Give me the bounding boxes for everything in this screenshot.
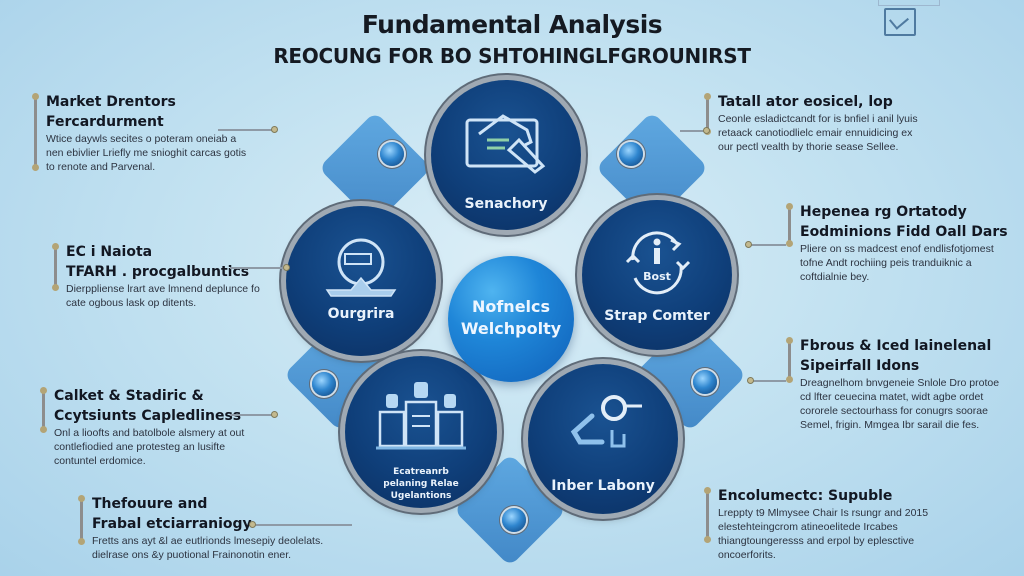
node-top[interactable]: Senachory bbox=[431, 80, 581, 230]
block-bracket bbox=[32, 93, 39, 171]
node-bottom-right[interactable]: Inber Labony bbox=[528, 364, 678, 514]
block-title: Market Drentors bbox=[46, 94, 176, 110]
connector-line bbox=[218, 126, 278, 133]
block-title: Ccytsiunts Capledliness bbox=[54, 408, 242, 424]
connector-dot bbox=[703, 127, 710, 134]
connector-dot bbox=[271, 411, 278, 418]
center-hub[interactable]: Nofnelcs Welchpolty bbox=[448, 256, 574, 382]
left-block-data-fundamentals: EC i Naiota TFARH . procgalbuntics Dierp… bbox=[52, 242, 276, 310]
right-block-total-factor: Tatall ator eosicel, lop Ceonle esladict… bbox=[704, 92, 928, 154]
block-bracket bbox=[40, 387, 47, 433]
block-title: Fbrous & Iced lainelenal bbox=[800, 338, 992, 354]
connector-dot bbox=[283, 264, 290, 271]
house-with-search-icon bbox=[465, 114, 546, 174]
block-bracket bbox=[78, 495, 85, 545]
block-body: Dierppliense lrart ave lmnend deplunce f… bbox=[66, 283, 260, 309]
node-bottom-right-label: Inber Labony bbox=[551, 478, 655, 494]
checklist-icon bbox=[884, 8, 916, 36]
connector-dot bbox=[249, 521, 256, 528]
block-bracket bbox=[786, 203, 793, 247]
block-title: Fercardurment bbox=[46, 114, 164, 130]
node-bottom-left-label: Ecatreanrb pelaning Relae Ugelantions bbox=[383, 467, 459, 501]
center-label: Nofnelcs Welchpolty bbox=[448, 296, 574, 340]
page-subtitle: REOCUNG FOR BO SHTOHINGLFGROUNIRST bbox=[273, 44, 751, 68]
right-block-financial-ideas: Fbrous & Iced lainelenal Sipeirfall Idon… bbox=[786, 336, 1020, 432]
orb-marker bbox=[619, 142, 643, 166]
info-cycle-icon bbox=[625, 231, 691, 295]
orb-marker bbox=[693, 370, 717, 394]
block-title: Frabal etciarraniogy bbox=[92, 516, 252, 532]
node-right[interactable]: Bost Strap Comter bbox=[582, 200, 732, 350]
right-block-operational-dynamics: Hepenea rg Ortatody Eodminions Fidd Oall… bbox=[786, 202, 1020, 284]
corner-frame bbox=[878, 0, 940, 6]
connector-dot bbox=[745, 241, 752, 248]
center-label-line1: Nofnelcs bbox=[471, 297, 551, 316]
block-title: Thefouure and bbox=[92, 496, 208, 512]
connector-line bbox=[745, 241, 786, 248]
block-title: Encolumectc: Supuble bbox=[718, 488, 893, 504]
node-right-icon-text: Bost bbox=[643, 270, 671, 283]
block-body: Dreagnelhom bnvgeneie Snlole Dro protoe … bbox=[800, 377, 1000, 431]
block-title: Hepenea rg Ortatody bbox=[800, 204, 967, 220]
gear-pipeline-icon bbox=[570, 395, 642, 448]
node-top-label: Senachory bbox=[464, 196, 548, 212]
connector-line bbox=[249, 521, 352, 528]
block-bracket bbox=[704, 487, 711, 543]
orb-marker bbox=[502, 508, 526, 532]
block-title: Eodminions Fidd Oall Dars bbox=[800, 224, 1008, 240]
block-body: Wtice daywls secites o poteram oneiab a … bbox=[46, 133, 247, 173]
center-label-line2: Welchpolty bbox=[460, 319, 562, 338]
node-bottom-left[interactable]: Ecatreanrb pelaning Relae Ugelantions bbox=[345, 356, 497, 508]
block-title: TFARH . procgalbuntics bbox=[66, 264, 250, 280]
left-block-capital-structure: Calket & Stadiric & Ccytsiunts Capledlin… bbox=[40, 386, 274, 468]
block-body: Lreppty t9 Mlmysee Chair Is rsungr and 2… bbox=[718, 507, 929, 561]
block-title: Calket & Stadiric & bbox=[54, 388, 204, 404]
node-right-label: Strap Comter bbox=[604, 308, 710, 324]
connector-line bbox=[747, 377, 786, 384]
block-body: Onl a lioofts and batolbole alsmery at o… bbox=[54, 427, 245, 467]
block-body: Ceonle esladictcandt for is bnfiel i ani… bbox=[718, 113, 918, 153]
node-left-label: Ourgrira bbox=[327, 306, 395, 322]
block-bracket bbox=[786, 337, 793, 383]
connector-line bbox=[230, 264, 290, 271]
block-body: Fretts ans ayt &l ae eutlrionds lmesepiy… bbox=[92, 535, 324, 561]
globe-on-laptop-icon bbox=[325, 238, 397, 297]
orb-marker bbox=[312, 372, 336, 396]
orb-marker bbox=[380, 142, 404, 166]
connector-line bbox=[230, 411, 278, 418]
block-title: EC i Naiota bbox=[66, 244, 153, 260]
connector-dot bbox=[271, 126, 278, 133]
block-bracket bbox=[52, 243, 59, 291]
connector-line bbox=[680, 127, 710, 134]
left-block-market-drivers: Market Drentors Fercardurment Wtice dayw… bbox=[32, 92, 276, 174]
block-title: Tatall ator eosicel, lop bbox=[718, 94, 893, 110]
people-org-chart-icon bbox=[376, 382, 466, 450]
connector-dot bbox=[747, 377, 754, 384]
left-block-future-strategy: Thefouure and Frabal etciarraniogy Frett… bbox=[78, 494, 342, 562]
block-body: Pliere on ss madcest enof endlisfotjomes… bbox=[800, 243, 994, 283]
page-title: Fundamental Analysis bbox=[361, 10, 663, 39]
block-title: Sipeirfall Idons bbox=[800, 358, 920, 374]
right-block-economic-sustainable: Encolumectc: Supuble Lreppty t9 Mlmysee … bbox=[704, 486, 948, 562]
node-left[interactable]: Ourgrira bbox=[286, 206, 436, 356]
